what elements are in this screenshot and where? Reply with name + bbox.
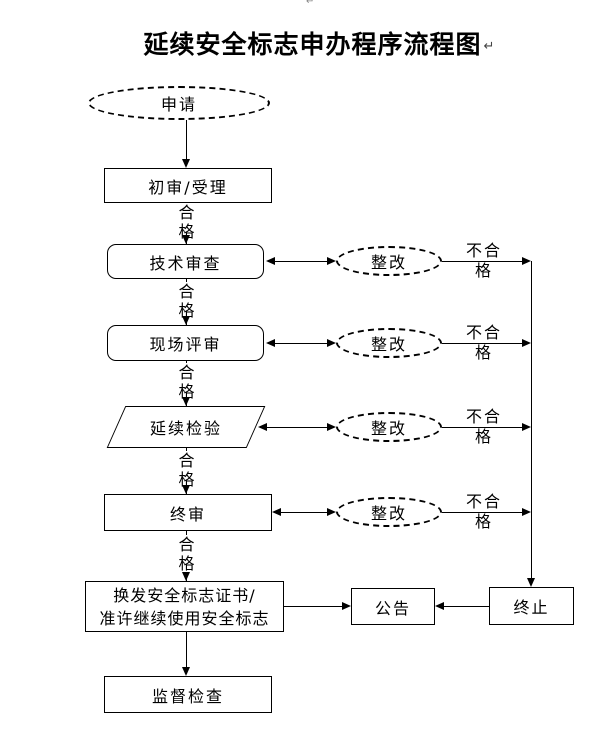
arrowhead-left [258, 423, 267, 431]
double-arrow-shaft-technical-rectify [268, 261, 334, 262]
arrowhead-right [327, 257, 336, 265]
node-supervision-label: 监督检查 [151, 686, 224, 706]
node-initial-review-label: 初审/受理 [148, 177, 228, 197]
node-renewal-inspection-label: 延续检验 [149, 419, 222, 438]
arrow-shaft-terminate-to-announcement [443, 606, 489, 607]
node-supervision: 监督检查 [104, 676, 272, 713]
node-onsite-review: 现场评审 [107, 325, 264, 361]
node-rectify-label: 整改 [370, 253, 407, 272]
node-apply-label: 申请 [160, 95, 197, 114]
pass-label-inspection: 合格 [175, 451, 198, 489]
arrow-shaft-apply-to-initial [186, 120, 187, 160]
pass-char2: 格 [178, 301, 195, 320]
node-technical-review-label: 技术审查 [149, 253, 222, 273]
double-arrow-shaft-onsite-rectify [268, 343, 334, 344]
arrowhead-down [182, 485, 190, 494]
node-initial-review: 初审/受理 [104, 168, 272, 203]
pass-char1: 合 [178, 451, 195, 470]
arrowhead-down [182, 572, 190, 581]
paragraph-mark-top: ↵ [306, 0, 315, 7]
fail-label-technical: 不合格 [454, 241, 514, 281]
node-terminate-label: 终止 [513, 598, 550, 617]
pass-label-initial: 合格 [175, 203, 198, 241]
arrowhead-left [266, 257, 275, 265]
arrowhead-left-announcement [435, 602, 444, 610]
fail-line1: 不合 [465, 323, 502, 342]
arrowhead-down-terminate [527, 578, 535, 587]
arrowhead-right [327, 339, 336, 347]
arrowhead-down [182, 159, 190, 168]
page-title-row: 延续安全标志申办程序流程图↵ [0, 25, 611, 61]
fail-collector-line [531, 261, 532, 580]
node-rectify-technical: 整改 [336, 246, 442, 276]
fail-line-final [442, 512, 522, 513]
arrowhead-right-fail [522, 257, 531, 265]
pass-char1: 合 [178, 282, 195, 301]
node-reissue-line1: 换发安全标志证书/ [113, 585, 256, 605]
arrowhead-down [182, 667, 190, 676]
pass-char1: 合 [178, 363, 195, 382]
fail-line1: 不合 [465, 241, 502, 260]
node-rectify-final: 整改 [336, 497, 442, 527]
arrowhead-right-fail [522, 423, 531, 431]
node-reissue-certificate: 换发安全标志证书/ 准许继续使用安全标志 [85, 581, 284, 632]
pass-char2: 格 [178, 382, 195, 401]
fail-label-final: 不合格 [454, 492, 514, 532]
pass-label-technical: 合格 [175, 282, 198, 320]
arrowhead-right-announcement [342, 602, 351, 610]
arrowhead-down [182, 316, 190, 325]
arrowhead-left [272, 508, 281, 516]
node-renewal-inspection: 延续检验 [116, 406, 256, 448]
pass-label-final: 合格 [175, 535, 198, 573]
fail-line1: 不合 [465, 407, 502, 426]
node-onsite-review-label: 现场评审 [149, 335, 222, 354]
node-apply: 申请 [88, 86, 270, 120]
arrowhead-left [266, 339, 275, 347]
arrowhead-right-fail [522, 508, 531, 516]
arrowhead-right-fail [522, 339, 531, 347]
node-terminate: 终止 [489, 587, 574, 625]
node-rectify-inspection: 整改 [336, 412, 442, 442]
node-final-review-label: 终审 [169, 504, 206, 524]
double-arrow-shaft-final-rectify [274, 512, 334, 513]
fail-line2: 格 [474, 427, 493, 446]
arrow-shaft-reissue-to-supervision [186, 632, 187, 669]
fail-line-technical [442, 261, 522, 262]
pass-char2: 格 [178, 470, 195, 489]
fail-label-onsite: 不合格 [454, 323, 514, 363]
pass-label-onsite: 合格 [175, 363, 198, 401]
arrowhead-down [182, 235, 190, 244]
node-rectify-label: 整改 [370, 504, 407, 523]
arrowhead-down [182, 397, 190, 406]
node-technical-review: 技术审查 [107, 244, 264, 279]
pass-char2: 格 [178, 554, 195, 573]
arrowhead-right [327, 508, 336, 516]
fail-line2: 格 [474, 343, 493, 362]
fail-line2: 格 [474, 261, 493, 280]
pass-char1: 合 [178, 535, 195, 554]
fail-line1: 不合 [465, 492, 502, 511]
page-title: 延续安全标志申办程序流程图 [143, 30, 482, 59]
node-reissue-line2: 准许继续使用安全标志 [99, 608, 270, 628]
node-rectify-onsite: 整改 [336, 328, 442, 358]
node-rectify-label: 整改 [370, 419, 407, 438]
arrowhead-right [327, 423, 336, 431]
arrow-shaft-reissue-to-announcement [284, 606, 344, 607]
pass-char1: 合 [178, 203, 195, 222]
fail-line2: 格 [474, 512, 493, 531]
node-announcement-label: 公告 [374, 598, 411, 618]
node-rectify-label: 整改 [370, 335, 407, 354]
fail-line-onsite [442, 343, 522, 344]
paragraph-mark-icon: ↵ [483, 38, 496, 54]
node-final-review: 终审 [104, 494, 272, 531]
fail-line-inspection [442, 427, 522, 428]
fail-label-inspection: 不合格 [454, 407, 514, 447]
double-arrow-shaft-inspection-rectify [260, 427, 334, 428]
node-announcement: 公告 [351, 588, 435, 625]
